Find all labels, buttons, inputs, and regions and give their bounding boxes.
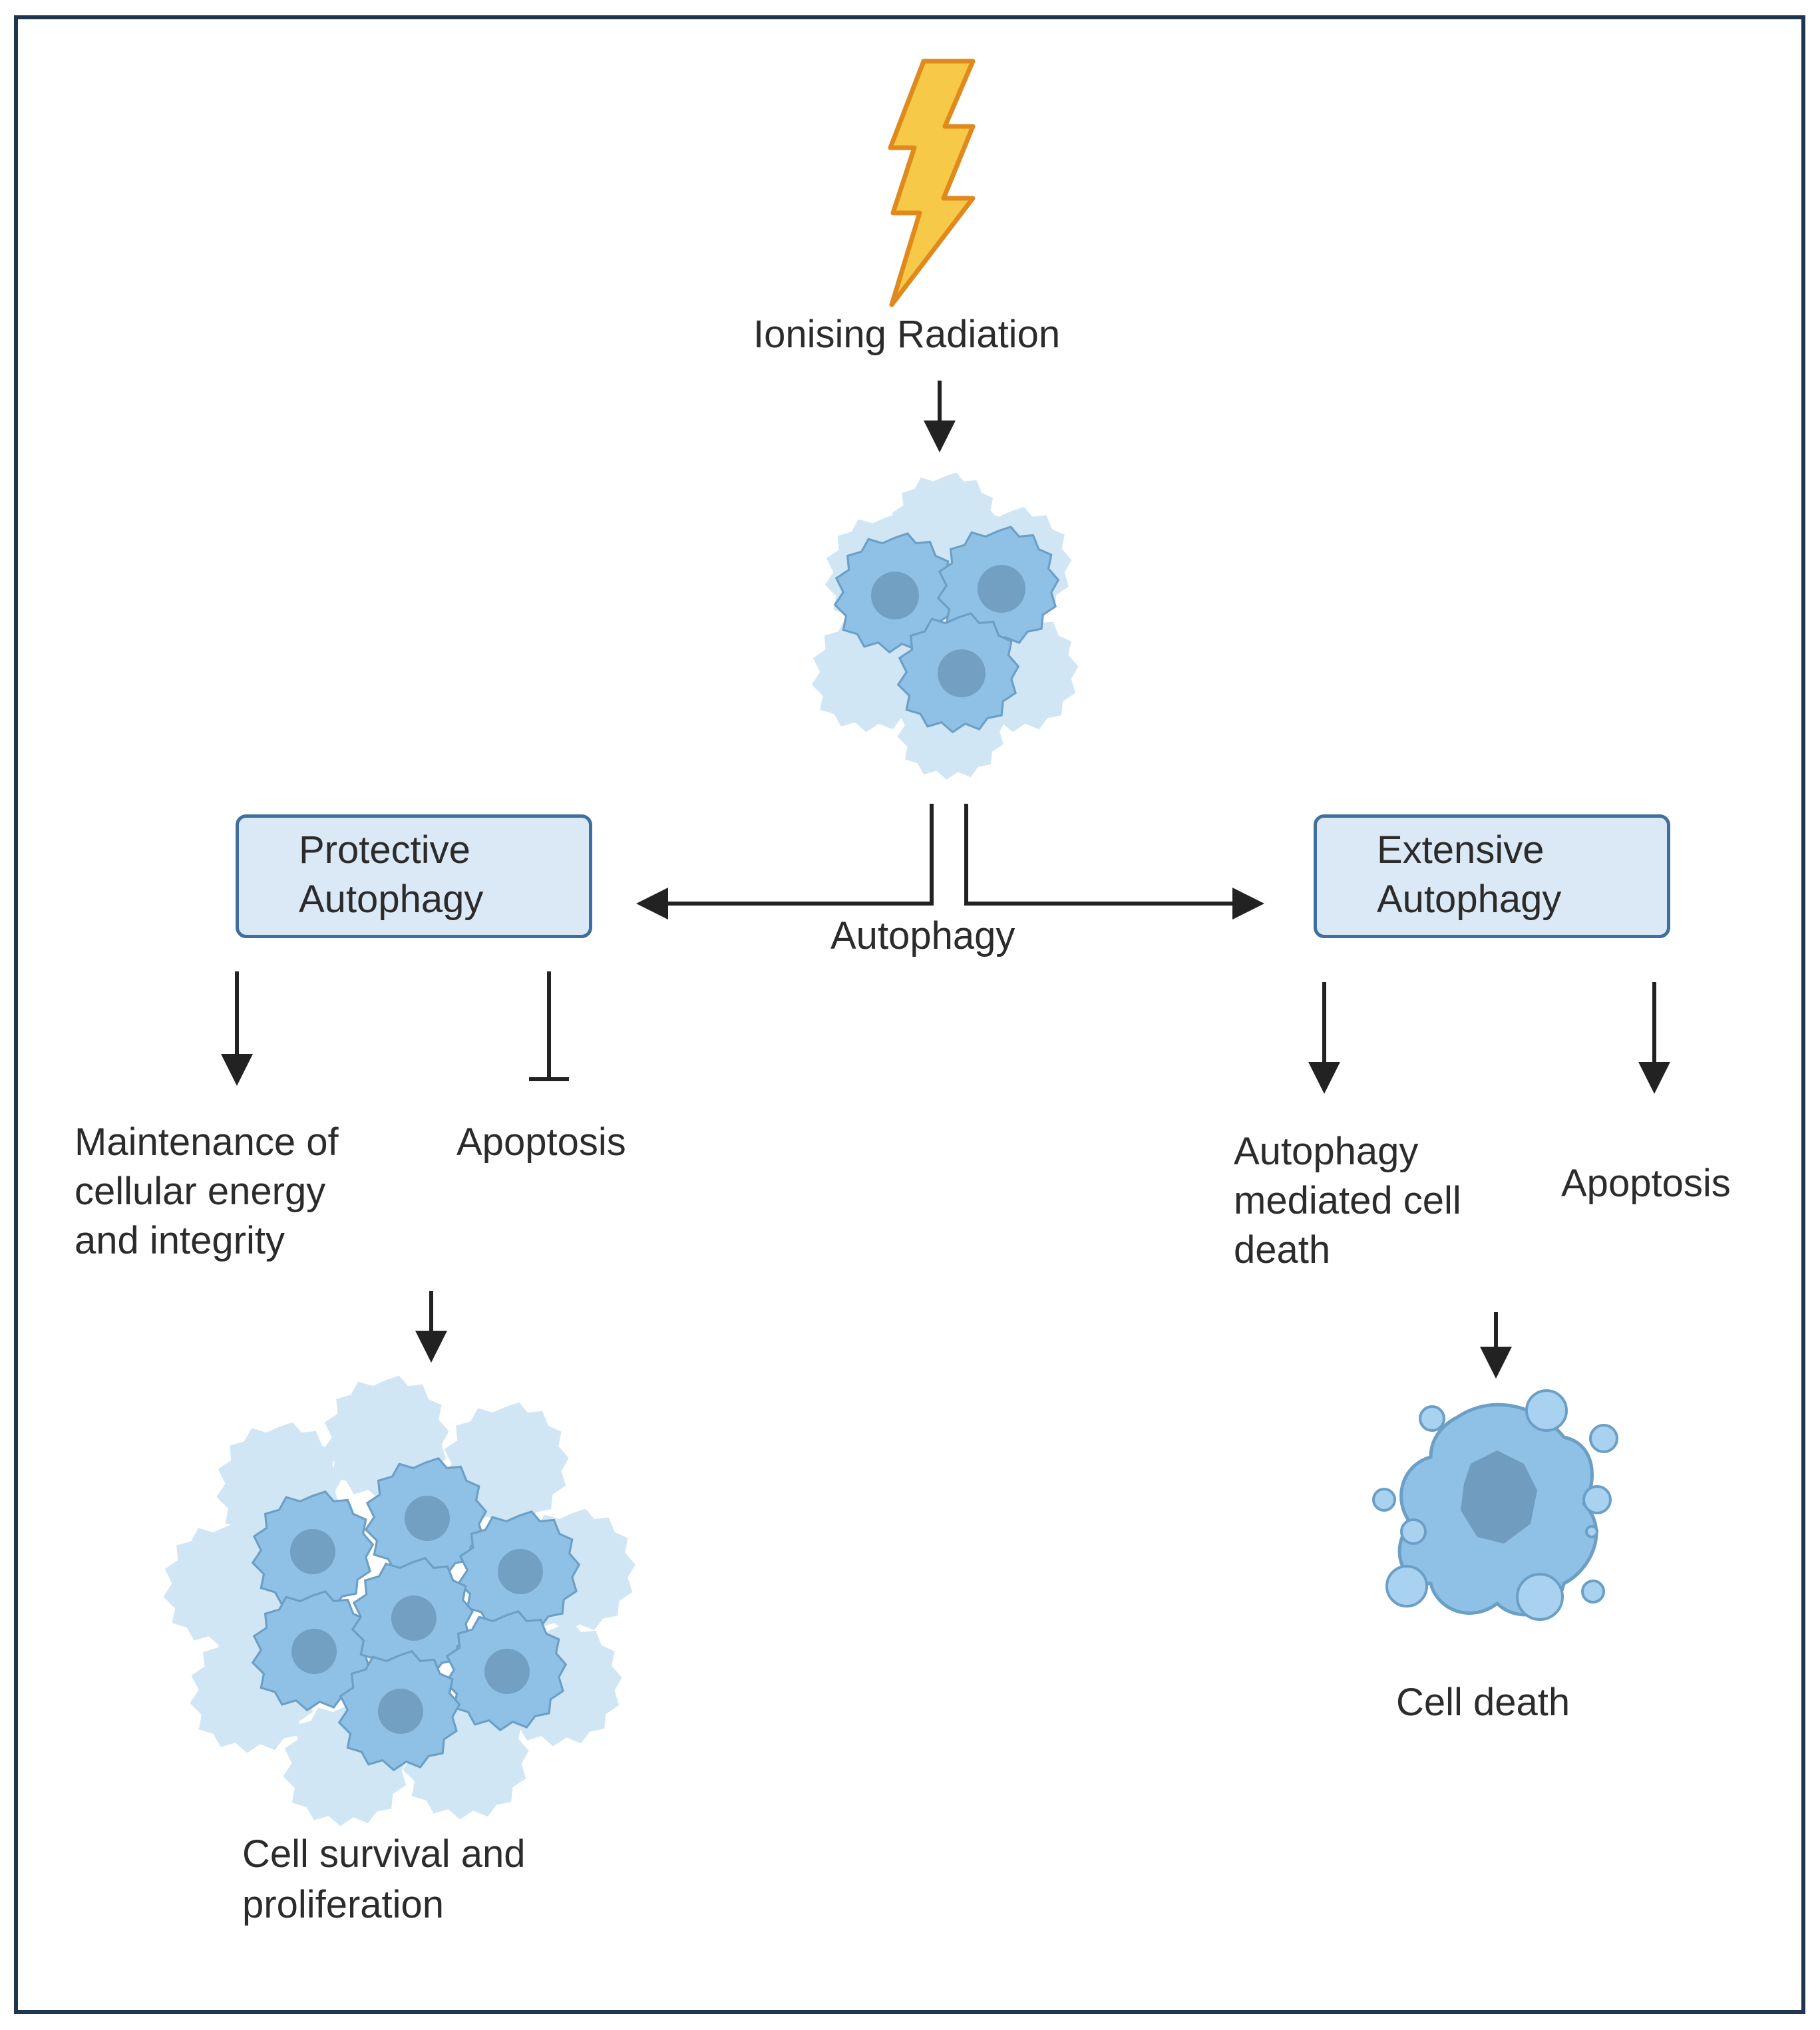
autophagy-death-line1: Autophagy [1234, 1130, 1419, 1173]
extensive-line1: Extensive [1377, 828, 1545, 872]
outer-border [14, 15, 1805, 2014]
autophagy-label: Autophagy [830, 914, 1015, 957]
protective-autophagy-box[interactable]: Protective Autophagy [236, 814, 592, 938]
apoptosis-right-label: Apoptosis [1561, 1162, 1731, 1205]
lightning-bolt-icon [888, 59, 976, 307]
protective-line1: Protective [299, 828, 470, 872]
autophagy-split-arrows [636, 804, 1264, 920]
apoptosis-left-label: Apoptosis [456, 1120, 626, 1164]
ionising-radiation-label: Ionising Radiation [753, 313, 1061, 356]
survival-line2: proliferation [242, 1883, 445, 1926]
maintenance-line3: and integrity [75, 1219, 285, 1262]
cell-cluster-icon [811, 472, 1079, 780]
extensive-line2: Autophagy [1377, 878, 1562, 921]
proliferating-cells-icon [163, 1375, 636, 1826]
maintenance-line2: cellular energy [75, 1170, 326, 1213]
inhibit-apoptosis-bar [529, 971, 569, 1081]
autophagy-death-line2: mediated cell [1234, 1179, 1461, 1222]
protective-line2: Autophagy [299, 878, 484, 921]
cell-death-label: Cell death [1396, 1681, 1570, 1724]
extensive-autophagy-box[interactable]: Extensive Autophagy [1314, 814, 1670, 938]
survival-line1: Cell survival and [242, 1832, 526, 1876]
maintenance-line1: Maintenance of [75, 1120, 339, 1164]
dying-cell-icon [1372, 1389, 1618, 1621]
autophagy-death-line3: death [1234, 1228, 1331, 1271]
